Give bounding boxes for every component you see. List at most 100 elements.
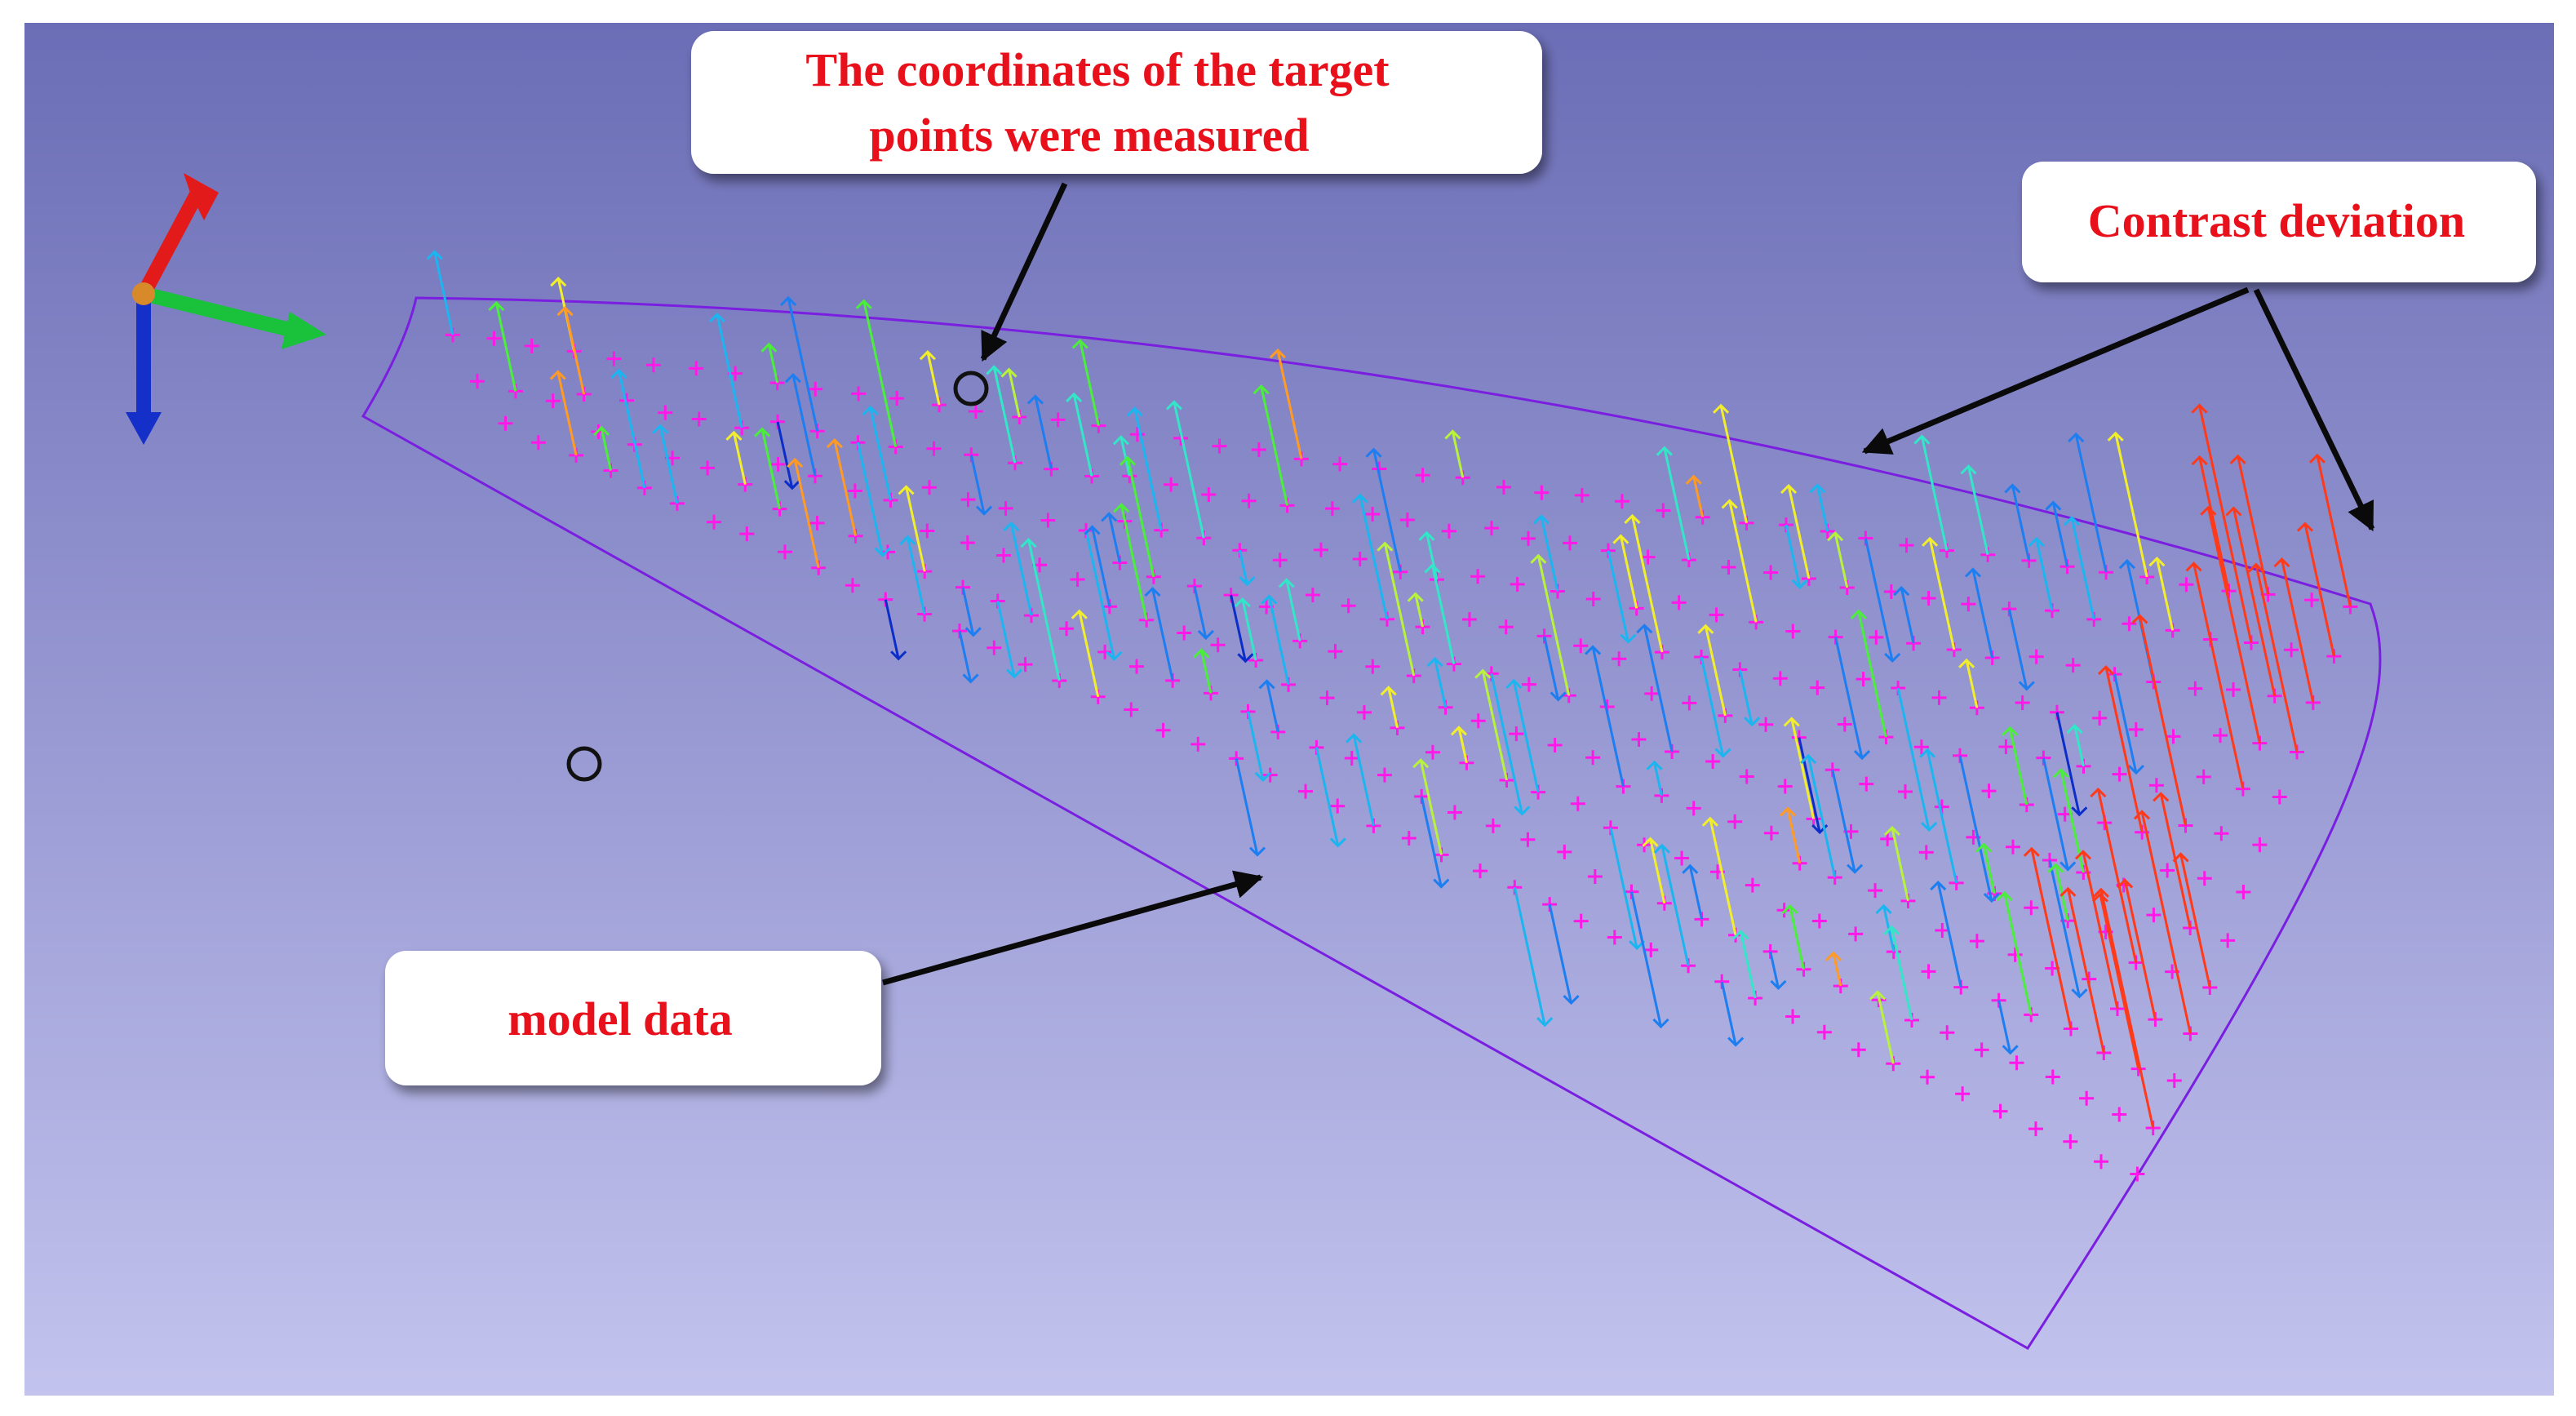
measured-point (1040, 513, 1056, 528)
deviation-vector (1000, 367, 1021, 418)
deviation-vector (1412, 758, 1443, 855)
deviation-vector (1653, 843, 1690, 966)
measured-point (1399, 513, 1415, 528)
deviation-vector (1258, 679, 1279, 733)
deviation-vector (780, 295, 819, 432)
measured-point (524, 338, 539, 353)
measured-point (2028, 1121, 2043, 1137)
measured-point (1210, 637, 1226, 653)
deviation-vector (1165, 400, 1205, 539)
measured-point (1298, 783, 1314, 799)
measured-point (808, 381, 823, 397)
deviation-vector (1779, 806, 1802, 864)
deviation-vector (1377, 541, 1416, 677)
measured-point (2122, 616, 2137, 632)
deviation-vector (2296, 522, 2335, 657)
measured-point (1547, 738, 1563, 753)
measured-point (2128, 721, 2144, 737)
measured-point (845, 578, 860, 593)
measured-callout (691, 31, 1542, 174)
measured-point (1570, 796, 1585, 811)
deviation-vector (2055, 712, 2088, 817)
measured-point (2065, 658, 2081, 673)
measured-point (1745, 877, 1760, 893)
deviation-vector (1020, 538, 1061, 681)
deviation-vector (856, 442, 891, 557)
measured-point (1961, 597, 1976, 612)
deviation-vector (1513, 886, 1554, 1028)
deviation-vector (2225, 506, 2277, 697)
deviation-vector (1193, 648, 1213, 694)
deviation-vector (2045, 500, 2069, 567)
deviation-vector (1629, 891, 1669, 1029)
deviation-vector (1824, 951, 1842, 987)
measured-point (2045, 1069, 2060, 1085)
measured-point (920, 523, 935, 539)
coordinate-axes-icon[interactable] (126, 173, 326, 445)
measured-point (1682, 695, 1697, 711)
measured-point (2024, 900, 2039, 916)
measured-point (960, 492, 976, 508)
measured-point (606, 351, 622, 366)
deviation-vector (1701, 816, 1737, 936)
deviation-vector (2200, 505, 2261, 744)
deviation-vector (1913, 434, 1949, 552)
measured-point (1993, 1103, 2008, 1119)
deviation-vector (787, 457, 820, 569)
deviation-vector (1126, 406, 1163, 530)
deviation-vector (1585, 645, 1625, 787)
measured-point (1585, 750, 1601, 766)
deviation-vector (1530, 553, 1571, 696)
measured-point (2304, 593, 2320, 608)
deviation-vector (1720, 981, 1745, 1047)
deviation-vector (1883, 825, 1909, 902)
deviation-vector (1809, 483, 1829, 532)
deviation-vector (2097, 664, 2144, 833)
contrast-callout-label: Contrast deviation (2088, 194, 2465, 247)
measured-point (1935, 922, 1950, 938)
measured-point (1777, 779, 1793, 794)
deviation-vector (1407, 592, 1425, 628)
measured-point (1190, 736, 1206, 752)
deviation-vector (862, 405, 893, 501)
deviation-vector (826, 437, 858, 537)
deviation-vector (1850, 609, 1887, 738)
measured-point (1656, 503, 1671, 518)
measured-point (1587, 869, 1603, 884)
deviation-vector (1380, 686, 1399, 729)
contrast-callout (2022, 162, 2536, 282)
measured-point (1574, 487, 1589, 503)
deviation-vector (1261, 594, 1290, 686)
deviation-vector (1278, 578, 1301, 641)
deviation-vector (1642, 837, 1666, 904)
measured-point (545, 393, 561, 409)
measured-point (739, 526, 755, 542)
measured-point (1485, 818, 1501, 833)
measured-point (1313, 542, 1328, 557)
contrast-callout-arrow-left (1861, 286, 2250, 455)
measured-point (1940, 1025, 1955, 1041)
measured-point (1974, 1042, 1989, 1058)
deviation-vector (2117, 878, 2157, 1020)
measured-point (2112, 766, 2127, 782)
measured-point (1810, 680, 1825, 695)
measured-point (1644, 686, 1660, 701)
deviation-vector (1922, 536, 1956, 650)
deviation-vector (1624, 513, 1664, 653)
measured-point (498, 415, 513, 431)
measured-point (889, 391, 905, 406)
measured-point (2197, 871, 2212, 886)
measured-point (1981, 783, 1997, 799)
measured-point (2130, 1166, 2145, 1182)
deviation-vector (2092, 887, 2155, 1129)
deviation-vector (1269, 348, 1303, 459)
measured-point (1472, 863, 1488, 879)
deviation-vector (2028, 536, 2054, 611)
deviation-vector (754, 427, 781, 509)
measured-point (1155, 722, 1171, 738)
measured-point (1447, 805, 1462, 820)
deviation-vector (2023, 846, 2073, 1029)
measured-point (1344, 750, 1359, 766)
measured-point (1425, 744, 1440, 760)
